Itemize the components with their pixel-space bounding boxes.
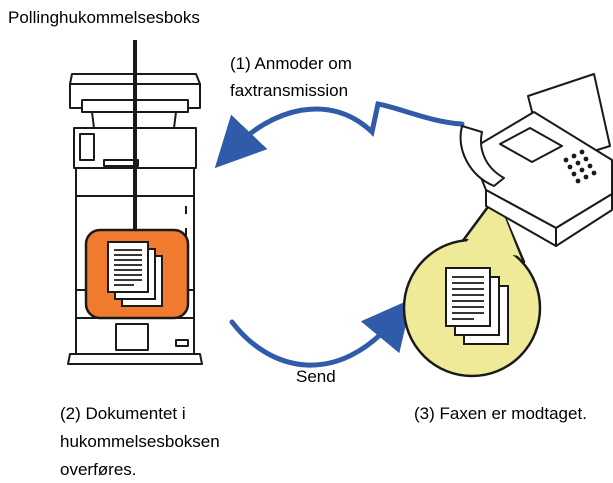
received-document-stack-icon: [445, 267, 509, 345]
request-arrow: [214, 101, 465, 169]
fax-machine-icon: [459, 73, 613, 247]
send-label: Send: [296, 367, 336, 386]
request-label-line-1: (1) Anmoder om: [230, 54, 352, 73]
polling-memory-box-title: Pollinghukommelsesboks: [8, 8, 200, 27]
transfer-label-line-1: (2) Dokumentet i: [60, 404, 186, 423]
memory-box-document-stack-icon: [107, 241, 163, 307]
transfer-label-line-2: hukommelsesboksen: [60, 432, 220, 451]
memory-box: [84, 228, 190, 320]
received-label: (3) Faxen er modtaget.: [414, 404, 587, 423]
transfer-label-line-3: overføres.: [60, 460, 137, 479]
received-document-bubble: [402, 194, 542, 378]
send-arrow: [229, 298, 412, 368]
request-label-line-2: faxtransmission: [230, 81, 349, 100]
